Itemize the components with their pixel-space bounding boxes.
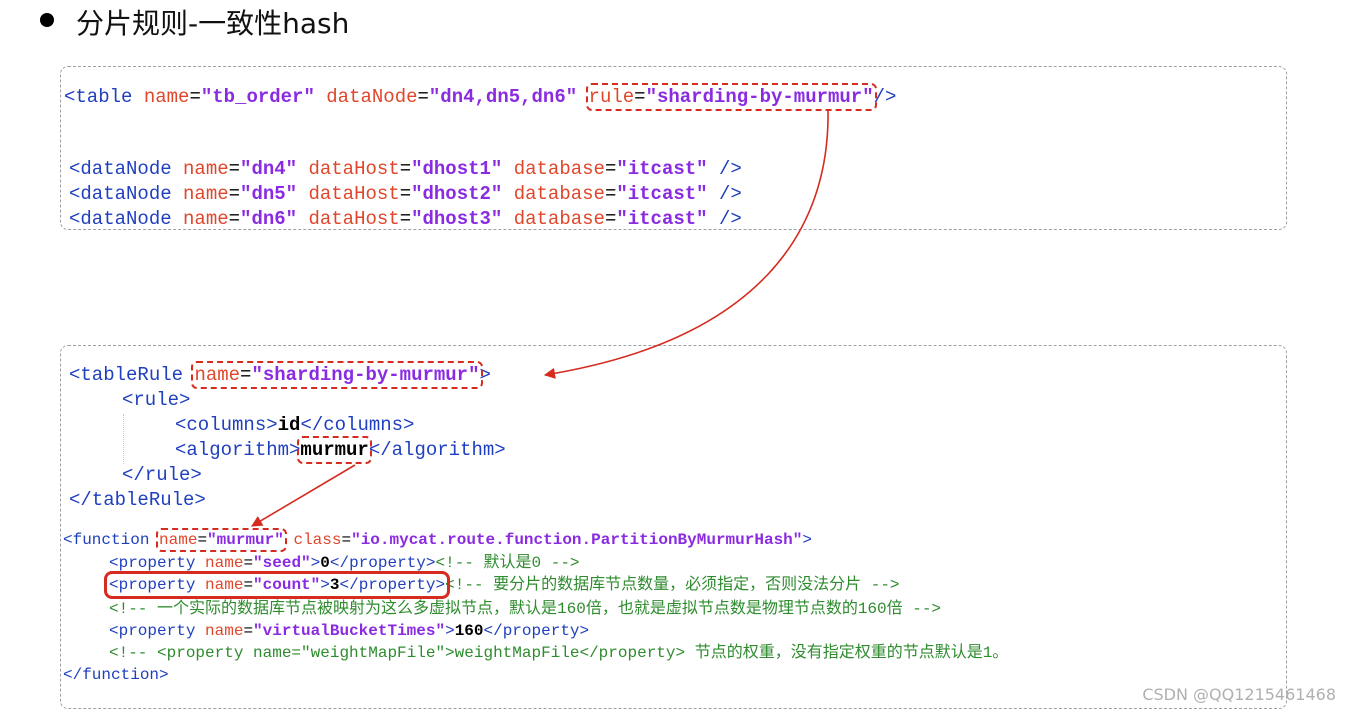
csdn-watermark: CSDN @QQ1215461468 — [1142, 685, 1336, 704]
tablerule-open-line: <tableRule name="sharding-by-murmur"> — [69, 361, 491, 389]
datanode-line-2: <dataNode name="dn5" dataHost="dhost2" d… — [69, 183, 742, 205]
seed-property-line: <property name="seed">0</property><!-- 默… — [109, 554, 580, 572]
tablerule-name-highlight: name="sharding-by-murmur" — [191, 361, 483, 389]
tablerule-close-line: </tableRule> — [69, 489, 206, 511]
table-line: <table name="tb_order" dataNode="dn4,dn5… — [64, 83, 897, 111]
function-name-highlight: name="murmur" — [156, 528, 287, 552]
schema-snippet-box: <table name="tb_order" dataNode="dn4,dn5… — [60, 66, 1287, 230]
count-highlight: <property name="count">3</property> — [103, 571, 451, 599]
weight-map-comment: <!-- <property name="weightMapFile">weig… — [109, 644, 1009, 662]
rule-snippet-box: <tableRule name="sharding-by-murmur"> <r… — [60, 345, 1287, 709]
rule-close-line: </rule> — [122, 464, 202, 486]
virtual-node-comment: <!-- 一个实际的数据库节点被映射为这么多虚拟节点，默认是160倍，也就是虚拟… — [109, 600, 942, 618]
algorithm-line: <algorithm>murmur</algorithm> — [175, 436, 506, 464]
columns-line: <columns>id</columns> — [175, 414, 415, 436]
rule-open-line: <rule> — [122, 389, 191, 411]
rule-highlight: rule="sharding-by-murmur" — [585, 83, 877, 111]
function-open-line: <function name="murmur" class="io.mycat.… — [63, 528, 812, 552]
algorithm-highlight: murmur — [297, 436, 372, 464]
page-title: 分片规则-一致性hash — [76, 7, 350, 40]
indent-guide — [123, 414, 124, 464]
count-property-line: <property name="count">3</property><!-- … — [103, 571, 900, 599]
virtual-bucket-property-line: <property name="virtualBucketTimes">160<… — [109, 622, 590, 640]
datanode-line-3: <dataNode name="dn6" dataHost="dhost3" d… — [69, 208, 742, 230]
datanode-line-1: <dataNode name="dn4" dataHost="dhost1" d… — [69, 158, 742, 180]
bullet-dot — [40, 13, 54, 27]
function-close-line: </function> — [63, 666, 169, 684]
